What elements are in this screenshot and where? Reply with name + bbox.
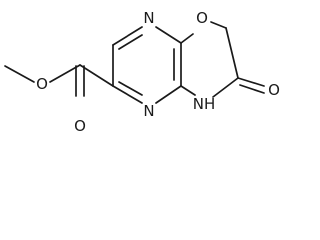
bond-ch2-carbonyl [225,27,239,79]
bond-nh-c8a [180,85,196,96]
bond-lactam-c-o [237,77,265,87]
chemical-structure: N O N NH O O O [4,9,280,135]
bond-n-lower-c6-double [118,81,143,96]
atom-n-lower: N [143,102,154,120]
bond-c5-n-upper-double [118,34,143,50]
atom-nh: NH [193,95,216,113]
bond-c5-n-upper [112,26,143,46]
atom-labels: N O N NH O O O [36,9,280,135]
bond-c6-ester-c [79,64,114,87]
bond-ester-c-o-ether [49,64,81,83]
atom-o-ketone: O [268,81,280,99]
bond-lactam-c-nh [212,77,239,98]
atom-o-ether: O [36,75,48,93]
bonds [4,21,265,104]
bond-o-ring-ch2 [210,21,227,29]
bond-o-ether-methyl [4,65,35,83]
bond-n-lower-c6 [112,85,143,104]
atom-n-upper: N [143,9,154,27]
atom-o-carbonyl: O [74,117,86,135]
bond-n-upper-c4a [155,26,182,44]
bond-c8a-n-lower [155,85,182,104]
bond-c4a-o-ring [180,33,194,44]
bond-lactam-c-o-double [239,84,265,94]
atom-o-ring: O [196,9,208,27]
